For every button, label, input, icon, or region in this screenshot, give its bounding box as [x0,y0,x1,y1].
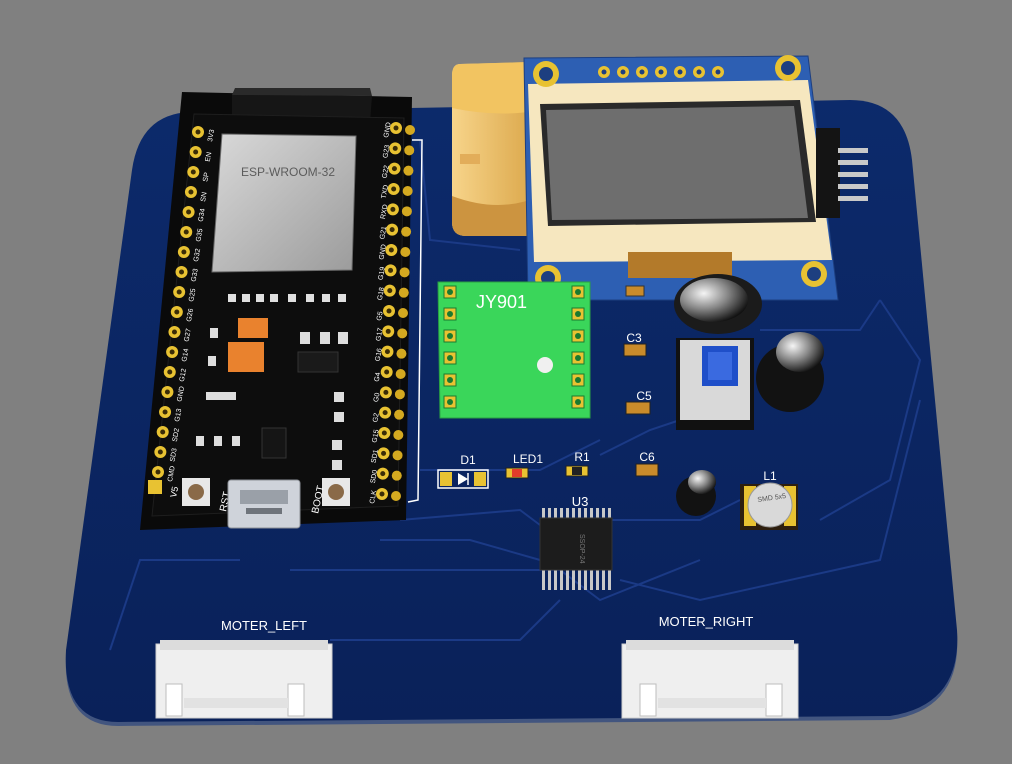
shield-can [211,133,357,273]
c6-label: C6 [639,450,655,464]
led1-label: LED1 [513,452,543,466]
jy901-module: JY901 [437,281,591,419]
pin-label-left: CMD [167,465,177,482]
pin-label-right: SD1 [371,449,380,464]
pin-label-left: G12 [179,368,188,382]
pin-label-left: G35 [195,228,204,242]
c5-label: C5 [636,389,652,403]
tantalum-cap [238,318,268,338]
flex-cable [628,252,732,278]
pin-label-right: G0 [373,392,382,403]
right-pin-header: GNDG23G22TXDRXDG21GNDG19G18G5G17G16G4G0G… [369,122,415,504]
pin-label-right: G5 [376,311,385,322]
r1-label: R1 [574,450,590,464]
inductor-marking: SMD 5x5 [757,493,787,504]
diode-d1 [437,469,489,489]
jy901-label: JY901 [476,292,527,312]
pin-label-right: TXD [381,184,390,199]
pin-label-left: SD3 [169,448,178,463]
pin-label-left: G14 [181,348,190,362]
pin-label-right: G2 [372,412,381,423]
pin-label-left: 3V3 [207,129,216,143]
pin-label-left: G33 [191,268,200,282]
pin-label-right: G22 [382,165,391,179]
pin-label-right: GND [383,122,393,139]
pin-label-left: SN [200,192,209,203]
capacitor-c3 [623,343,647,357]
l1-label: L1 [763,469,777,483]
electrolytic-cap-small [676,470,716,516]
oled-screen [546,106,808,220]
pin-label-left: SP [202,172,211,183]
pin-label-left: G34 [198,208,207,222]
pin-label-right: G23 [382,144,391,158]
capacitor-c5 [625,401,651,415]
pin-label-left: EN [205,152,214,163]
silkscreen-outline [407,139,423,503]
oled-display [523,55,868,301]
pin-label-right: G15 [371,429,380,443]
connector-motor-right[interactable] [621,640,799,719]
shield-label: ESP-WROOM-32 [241,165,335,179]
pin-label-left: G26 [186,308,195,322]
pin-label-right: SD0 [370,469,379,484]
pin-label-left: G27 [184,328,193,342]
pin-label-left: SD2 [172,428,181,443]
pin-label-right: RXD [380,204,389,220]
pin-label-left: GND [176,386,186,403]
ic-marking: SSOP-24 [578,534,585,564]
pin-label-left: G32 [193,248,202,262]
pin-label-left: G13 [174,408,183,422]
v5-label: V5 [168,486,180,499]
slide-switch[interactable] [676,338,754,430]
pin-label-right: GND [378,244,388,261]
d1-label: D1 [460,453,476,467]
pin-label-right: G16 [375,348,384,362]
pin-label-right: G4 [374,372,383,383]
inductor-l1: SMD 5x5 [740,482,798,530]
pin-label-right: G19 [378,266,387,280]
regulator [228,342,264,372]
buzzer [452,62,540,236]
ic-u3: SSOP-24 [539,508,613,590]
capacitor-c6 [635,463,659,477]
u3-label: U3 [572,494,589,509]
pin-label-right: CLK [369,489,378,504]
c3-label: C3 [626,331,642,345]
motor-left-label: MOTER_LEFT [221,618,307,633]
motor-right-label: MOTER_RIGHT [659,614,754,629]
pin-label-right: G18 [377,287,386,301]
connector-motor-left[interactable] [155,640,333,719]
pin-label-right: G21 [379,226,388,240]
electrolytic-cap-large [756,332,824,412]
pin-label-right: G17 [375,327,384,341]
pin-label-left: G25 [188,288,197,302]
